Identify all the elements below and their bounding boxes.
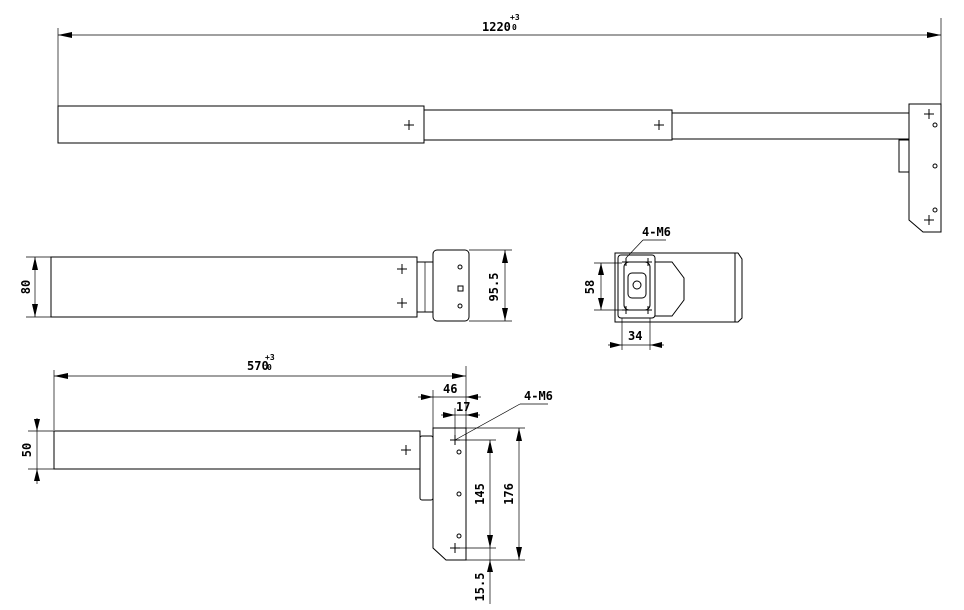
dim-176: 176 <box>502 483 516 505</box>
dim-1220: 1220 <box>482 20 511 34</box>
hole-icon <box>932 207 938 213</box>
screw-icon <box>654 120 664 130</box>
label-4-m6-bottom: 4-M6 <box>524 389 553 403</box>
dim-17: 17 <box>456 400 470 414</box>
dim-570-tol-upper: +3 <box>265 353 275 362</box>
retracted-view: 570 +3 0 50 46 1 <box>20 353 553 604</box>
dim-1220-tol-lower: 0 <box>512 23 517 32</box>
dim-46: 46 <box>443 382 457 396</box>
dim-570-tol-lower: 0 <box>267 363 272 372</box>
end-bracket <box>908 103 942 233</box>
hole-icon <box>456 491 462 497</box>
clamp-block <box>419 435 434 501</box>
screw-icon <box>401 445 411 455</box>
screw-icon <box>397 298 407 308</box>
end-view: 4-M6 58 34 <box>583 225 743 350</box>
screw-icon <box>644 306 652 314</box>
end-housing <box>614 252 743 323</box>
mount-bracket <box>432 427 467 561</box>
mount-plate <box>432 249 470 322</box>
hole-icon <box>457 303 463 309</box>
dim-58: 58 <box>583 280 597 294</box>
hole-icon <box>457 264 463 270</box>
dim-80: 80 <box>19 280 33 294</box>
middle-tube <box>423 109 673 141</box>
screw-icon <box>404 120 414 130</box>
tube-section <box>627 272 647 299</box>
screw-icon <box>622 258 630 266</box>
bracket-clamp <box>898 139 910 173</box>
dim-50: 50 <box>20 443 34 457</box>
inner-tube <box>671 112 910 140</box>
dim-34: 34 <box>628 329 642 343</box>
dim-95-5: 95.5 <box>487 273 501 302</box>
screw-icon <box>644 258 652 266</box>
leader-4-m6-top <box>625 239 644 259</box>
hole-icon <box>456 533 462 539</box>
top-view-extended: 1220 +3 0 <box>57 13 942 233</box>
column-body <box>50 256 418 318</box>
dim-1220-tol-upper: +3 <box>510 13 520 22</box>
center-hole <box>632 280 642 290</box>
screw-icon <box>450 543 460 553</box>
dim-15-5: 15.5 <box>473 573 487 602</box>
screw-icon <box>924 109 934 119</box>
screw-icon <box>397 264 407 274</box>
hole-icon <box>932 122 938 128</box>
flange-recess <box>623 261 651 311</box>
outer-tube <box>57 105 425 144</box>
side-view: 80 95.5 <box>19 249 512 322</box>
slot-icon <box>457 285 464 292</box>
end-taper <box>655 261 685 317</box>
retracted-tube <box>53 430 421 470</box>
leader-4-m6-bottom <box>454 403 521 441</box>
dim-145: 145 <box>473 483 487 505</box>
hole-icon <box>456 449 462 455</box>
hole-icon <box>932 163 938 169</box>
dim-570: 570 <box>247 359 269 373</box>
screw-icon <box>924 215 934 225</box>
screw-icon <box>622 306 630 314</box>
flange-plate <box>617 254 656 319</box>
label-4-m6-top: 4-M6 <box>642 225 671 239</box>
